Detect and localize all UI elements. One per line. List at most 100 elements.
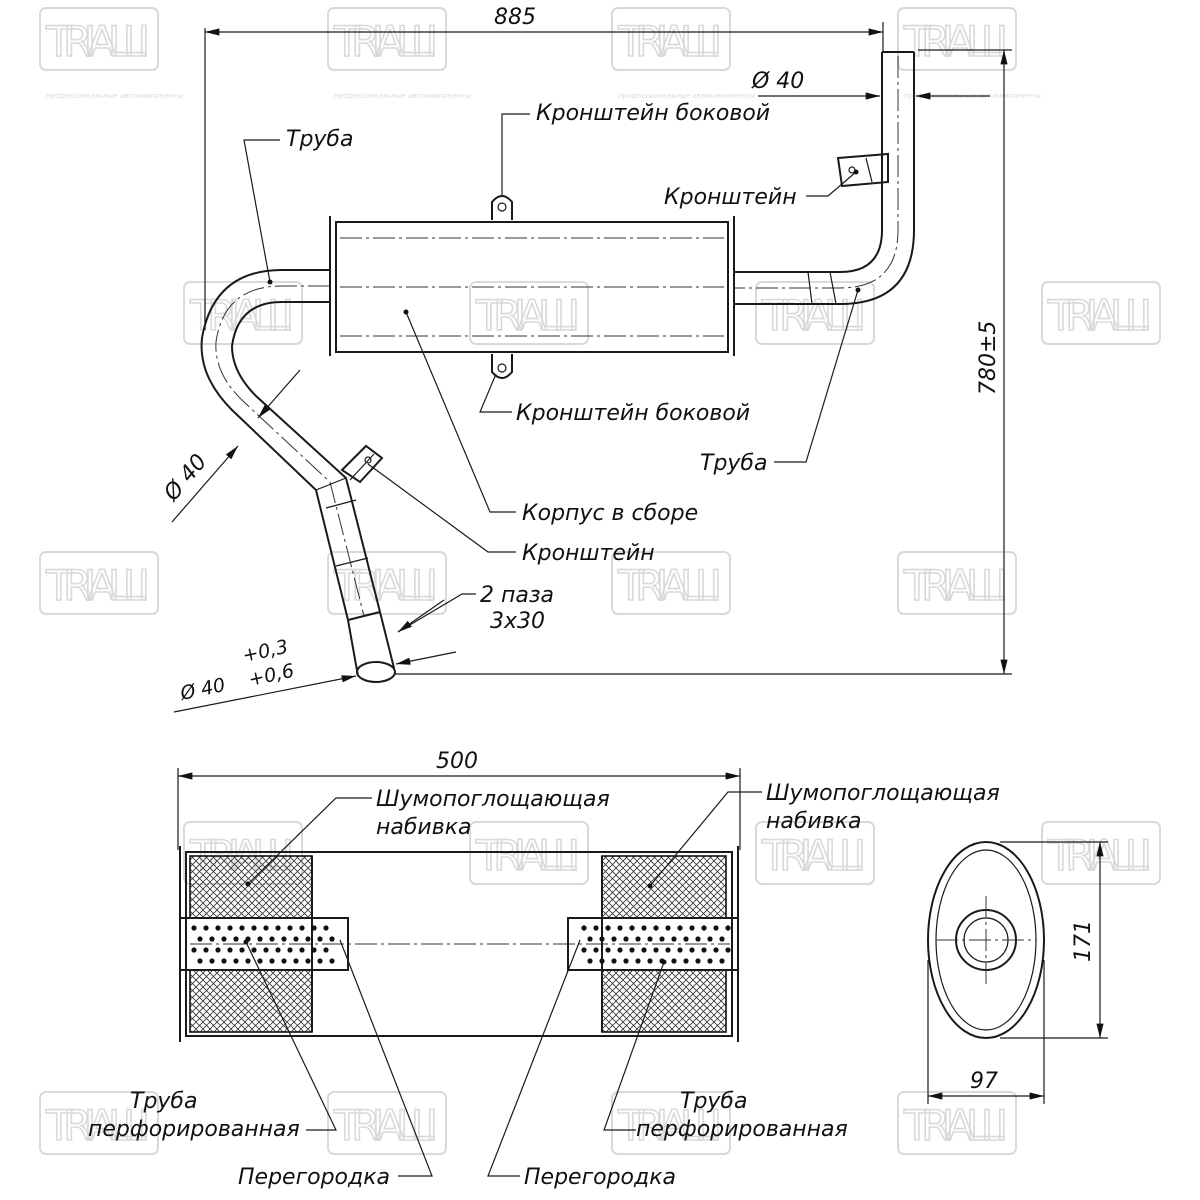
perforation-hole [329, 958, 335, 964]
perforation-hole [695, 958, 701, 964]
perforation-hole [713, 947, 719, 953]
dim-section-height-label: 171 [1071, 920, 1096, 962]
perforation-hole [623, 958, 629, 964]
perforation-hole [329, 936, 335, 942]
leaders: Труба Кронштейн боковой Кронштейн Кроншт… [243, 101, 861, 634]
label-perf-left-1: Труба [130, 1089, 197, 1114]
perforation-hole [263, 947, 269, 953]
label-baffle-right: Перегородка [524, 1165, 676, 1190]
perforation-hole [269, 936, 275, 942]
watermark-tile: TRIALLI [39, 1091, 159, 1155]
bracket-side-bottom [491, 354, 513, 379]
dimension-outlet-diameter: Ø 40 [751, 69, 990, 100]
svg-text:TRIALLI: TRIALLI [475, 291, 582, 340]
perforation-hole [221, 936, 227, 942]
svg-text:TRIALLI: TRIALLI [333, 1101, 440, 1150]
label-packing-right-2: набивка [766, 809, 861, 834]
watermark-tile: TRIALLI [39, 551, 159, 615]
perforation-hole [305, 936, 311, 942]
perforation-hole [299, 947, 305, 953]
dim-outlet-diameter-label: Ø 40 [751, 69, 804, 94]
perforation-hole [629, 925, 635, 931]
top-view: 885 780±5 Ø 40 [159, 5, 1012, 713]
perforation-hole [305, 958, 311, 964]
perforation-hole [275, 925, 281, 931]
dimension-inlet-diameter: Ø 40 [159, 369, 301, 523]
svg-text:профессиональные автокомпонент: профессиональные автокомпоненты [618, 92, 755, 100]
packing-right [601, 855, 727, 1033]
perforation-hole [257, 936, 263, 942]
perforation-hole [671, 936, 677, 942]
perforation-hole [215, 925, 221, 931]
perforation-hole [323, 947, 329, 953]
perforation-hole [239, 925, 245, 931]
perforation-hole [659, 936, 665, 942]
label-packing-right-1: Шумопоглощающая [766, 781, 1000, 806]
perforation-hole [611, 958, 617, 964]
perforation-hole [671, 958, 677, 964]
dim-inlet-diameter-label: Ø 40 [159, 450, 212, 507]
perforation-hole [689, 947, 695, 953]
watermark-tile: TRIALLI профессиональные автокомпоненты [897, 7, 1041, 100]
svg-text:профессиональные автокомпонент: профессиональные автокомпоненты [334, 92, 471, 100]
label-perf-left-2: перфорированная [88, 1117, 300, 1142]
perforation-hole [587, 958, 593, 964]
label-bracket-side-bottom: Кронштейн боковой [516, 401, 750, 426]
end-view: 171 97 [927, 841, 1108, 1104]
svg-text:TRIALLI: TRIALLI [903, 561, 1010, 610]
section-leaders: Шумопоглощающая набивка Шумопоглощающая … [88, 781, 1000, 1190]
perforation-hole [587, 936, 593, 942]
perforation-hole [197, 958, 203, 964]
perforation-hole [257, 958, 263, 964]
watermark-tile: TRIALLI [469, 821, 589, 885]
perforation-hole [683, 958, 689, 964]
svg-text:TRIALLI: TRIALLI [45, 1101, 152, 1150]
watermark-tile: TRIALLI профессиональные автокомпоненты [39, 7, 183, 100]
perforation-hole [281, 936, 287, 942]
perforation-hole [599, 936, 605, 942]
perforation-hole [617, 947, 623, 953]
perforated-pipe-right [567, 917, 739, 971]
watermark-tile: TRIALLI [897, 551, 1017, 615]
perforation-hole [221, 958, 227, 964]
bracket-left [340, 444, 384, 484]
watermark-tile: TRIALLI [183, 281, 303, 345]
perforation-hole [233, 958, 239, 964]
perforation-hole [647, 936, 653, 942]
svg-text:профессиональные автокомпонент: профессиональные автокомпоненты [46, 92, 183, 100]
watermarks: TRIALLI профессиональные автокомпоненты … [39, 7, 1161, 1155]
perforation-hole [593, 947, 599, 953]
outlet-pipe [735, 51, 915, 305]
perforation-hole [599, 958, 605, 964]
perforation-hole [665, 925, 671, 931]
perforation-hole [203, 947, 209, 953]
perforation-hole [227, 947, 233, 953]
inlet-pipe [200, 269, 396, 683]
watermark-tile: TRIALLI [1041, 821, 1161, 885]
label-packing-left-1: Шумопоглощающая [376, 787, 610, 812]
perforation-hole [209, 936, 215, 942]
perforation-hole [707, 958, 713, 964]
watermark-tile: TRIALLI [469, 281, 589, 345]
label-pipe-right: Труба [700, 451, 767, 476]
watermark-tile: TRIALLI [327, 1091, 447, 1155]
watermark-tile: TRIALLI [755, 281, 875, 345]
perforation-hole [311, 947, 317, 953]
watermark-tile: TRIALLI [327, 551, 447, 615]
watermark-tile: TRIALLI [897, 1091, 1017, 1155]
perforation-hole [593, 925, 599, 931]
perforation-hole [611, 936, 617, 942]
perforation-hole [287, 947, 293, 953]
perforation-hole [641, 925, 647, 931]
label-bracket-side-top: Кронштейн боковой [536, 101, 770, 126]
svg-text:TRIALLI: TRIALLI [617, 1101, 724, 1150]
perforation-hole [245, 958, 251, 964]
svg-text:TRIALLI: TRIALLI [475, 831, 582, 880]
perforation-hole [701, 947, 707, 953]
perforated-pipe-left [179, 917, 349, 971]
dim-section-width-label: 97 [970, 1069, 998, 1094]
perforation-hole [695, 936, 701, 942]
perforation-hole [713, 925, 719, 931]
dimension-780: 780±5 [395, 49, 1012, 675]
